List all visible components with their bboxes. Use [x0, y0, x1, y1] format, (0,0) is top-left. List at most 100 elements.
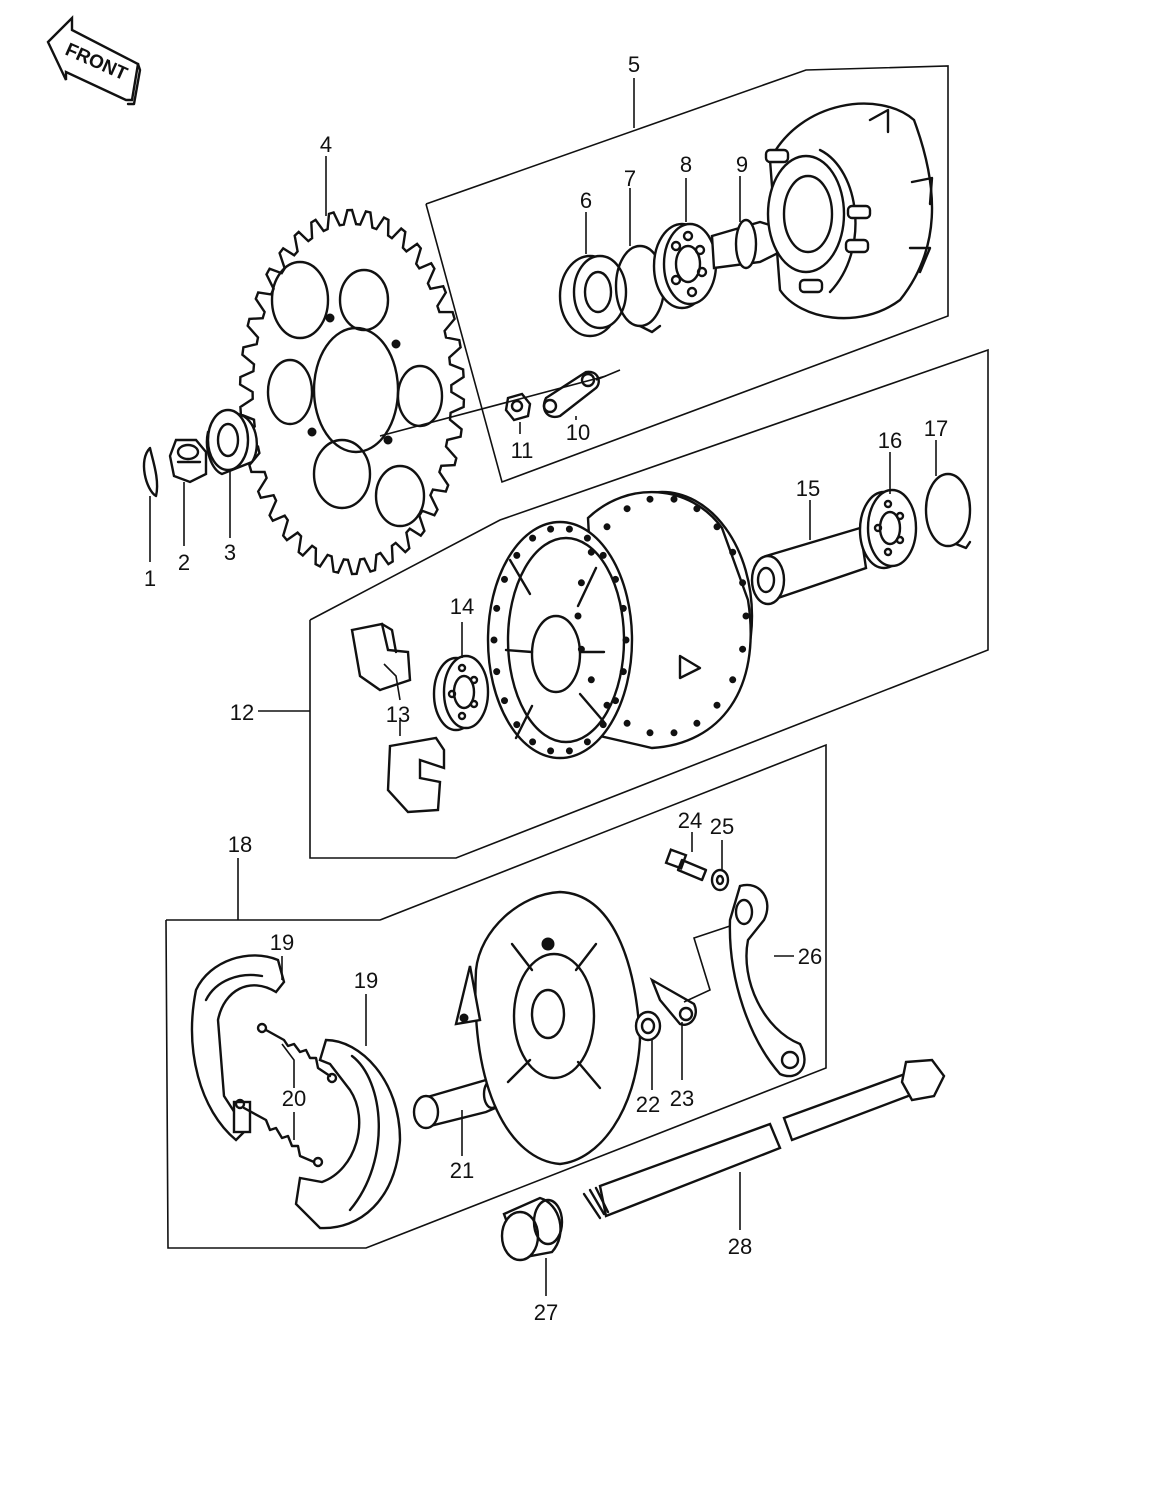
spoke-hole [583, 738, 591, 746]
hub-bearing [652, 222, 718, 310]
axle-nut [168, 438, 208, 484]
lock-plate [542, 369, 621, 419]
callout-21: 21 [450, 1158, 474, 1183]
callout-17: 17 [924, 416, 948, 441]
callout-3: 3 [224, 540, 236, 565]
spoke-hole [739, 579, 747, 587]
spoke-hole [619, 668, 627, 676]
wheel-bearing-left [432, 654, 490, 732]
spoke-hole [490, 636, 498, 644]
rear-axle [582, 1058, 946, 1220]
spoke-hole [713, 701, 721, 709]
axle-collar [500, 1196, 564, 1262]
wear-indicator [649, 977, 697, 1026]
bearing-circlip [924, 472, 972, 550]
callout-19-lower: 19 [354, 968, 378, 993]
spoke-hole [577, 579, 585, 587]
spoke-hole [574, 612, 582, 620]
spoke-hole [623, 719, 631, 727]
spoke-hole [623, 505, 631, 513]
spoke-hole [622, 636, 630, 644]
spoke-hole [599, 721, 607, 729]
spoke-hole [612, 575, 619, 583]
brake-shoe-upper [190, 954, 286, 1142]
callout-24: 24 [678, 808, 702, 833]
callout-1: 1 [144, 566, 156, 591]
rear-wheel-hub [486, 490, 754, 760]
rear-sprocket [238, 208, 466, 576]
spoke-hole [577, 645, 585, 653]
spoke-hole [529, 534, 537, 542]
cotter-pin [142, 446, 159, 498]
callout-2: 2 [178, 550, 190, 575]
front-direction-arrow: FRONT [46, 15, 142, 106]
spoke-hole [565, 525, 573, 533]
spoke-hole [513, 721, 521, 729]
spoke-hole [565, 747, 573, 755]
brake-panel [454, 890, 642, 1166]
callout-28: 28 [728, 1234, 752, 1259]
spoke-hole [513, 551, 521, 559]
spoke-hole [619, 604, 627, 612]
spoke-hole [693, 505, 701, 513]
callout-25: 25 [710, 814, 734, 839]
spoke-hole [646, 495, 654, 503]
lever-bolt [664, 848, 708, 882]
sprocket-coupling [764, 102, 934, 320]
spoke-hole [501, 697, 508, 705]
spoke-hole [612, 697, 619, 705]
spoke-hole [599, 551, 607, 559]
hub-damper-lower [386, 736, 446, 814]
hub-damper-upper [350, 622, 412, 692]
spoke-hole [587, 548, 595, 556]
callout-4: 4 [320, 132, 332, 157]
spoke-hole [693, 719, 701, 727]
spoke-hole [547, 525, 555, 533]
callout-13: 13 [386, 702, 410, 727]
callout-6: 6 [580, 188, 592, 213]
leader-lines [149, 156, 937, 1296]
spoke-hole [603, 701, 611, 709]
callout-23: 23 [670, 1086, 694, 1111]
callout-12: 12 [230, 700, 254, 725]
callout-18: 18 [228, 832, 252, 857]
callout-7: 7 [624, 166, 636, 191]
callout-8: 8 [680, 152, 692, 177]
callout-11: 11 [511, 438, 534, 463]
callout-9: 9 [736, 152, 748, 177]
brake-spring-lower [234, 1098, 324, 1168]
sprocket-collar [205, 408, 259, 476]
callout-14: 14 [450, 594, 474, 619]
spoke-hole [739, 645, 747, 653]
callout-26: 26 [798, 944, 822, 969]
spoke-hole [713, 523, 721, 531]
spoke-hole [670, 729, 678, 737]
group-frame-hub [425, 65, 949, 484]
stud-alignment-line [379, 375, 607, 437]
callout-20: 20 [282, 1086, 306, 1111]
callout-5: 5 [628, 52, 640, 77]
hub-spoke-holes [490, 495, 750, 755]
callout-16: 16 [878, 428, 902, 453]
brake-spring-upper [256, 1022, 338, 1084]
group-frame-wheel [258, 348, 989, 859]
brake-lever [728, 883, 806, 1078]
callout-10: 10 [566, 420, 590, 445]
wheel-bearing-right [858, 488, 918, 570]
spoke-hole [646, 729, 654, 737]
callout-15: 15 [796, 476, 820, 501]
callout-19-upper: 19 [270, 930, 294, 955]
callout-27: 27 [534, 1300, 558, 1325]
spoke-hole [583, 534, 591, 542]
spoke-hole [742, 612, 750, 620]
camshaft-seal [634, 1010, 662, 1042]
spoke-hole [547, 747, 555, 755]
oil-seal [558, 254, 628, 338]
lever-washer [710, 868, 730, 892]
spoke-hole [729, 548, 737, 556]
spoke-hole [493, 668, 501, 676]
spoke-hole [501, 575, 508, 583]
brake-shoe-lower [294, 1038, 402, 1230]
spoke-hole [670, 495, 678, 503]
